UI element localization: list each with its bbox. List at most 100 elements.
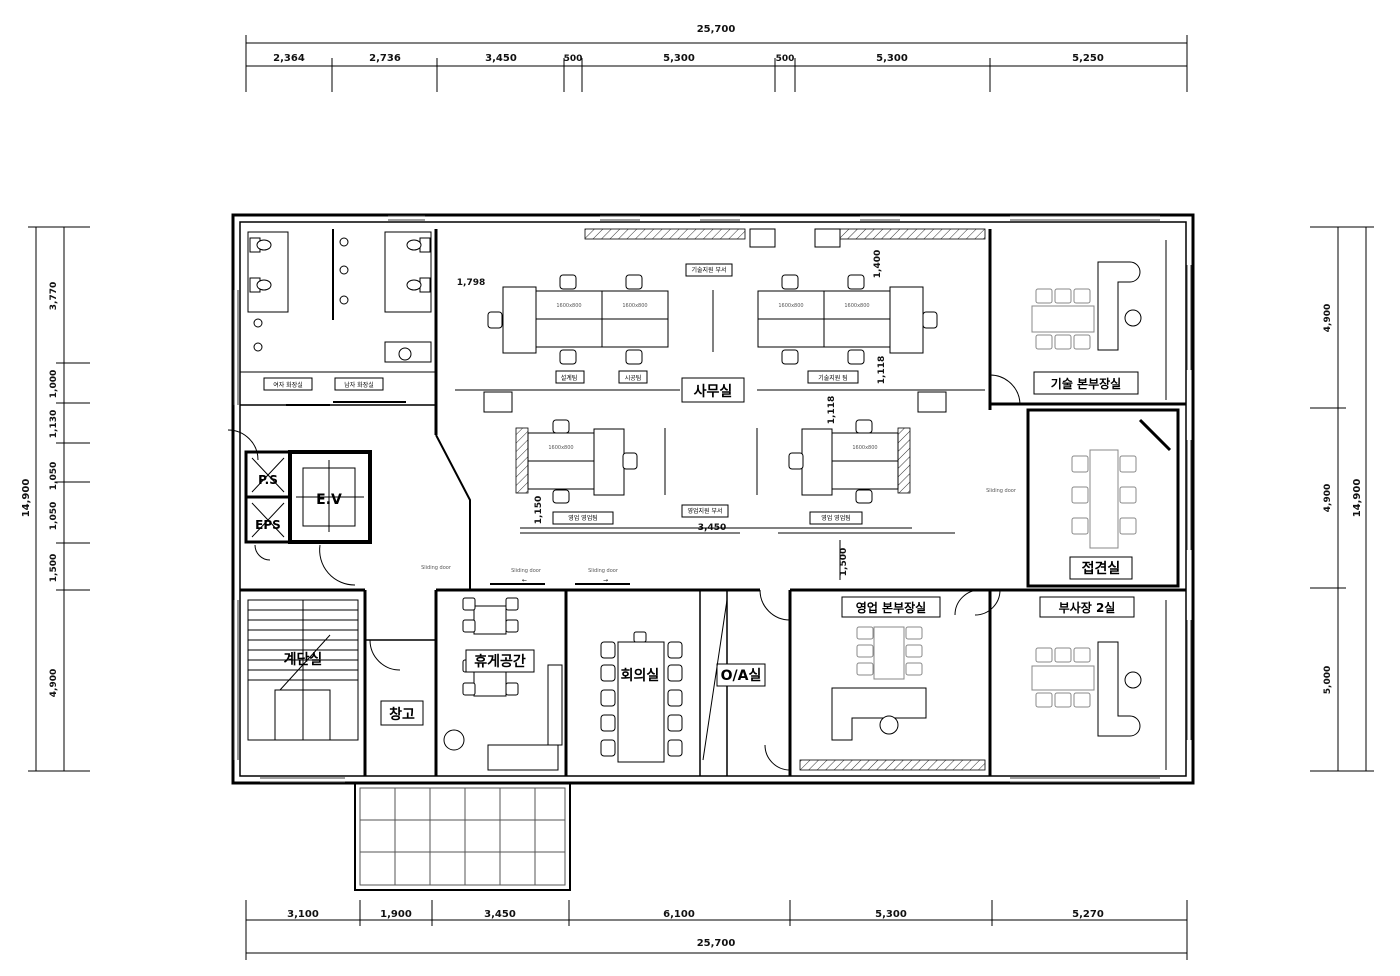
chair-icon [559,349,577,365]
chair-icon [781,349,799,365]
sales-hq-label: 영업 본부장실 [856,600,926,615]
right-total-dimension: 14,900 [1352,479,1363,518]
outer-walls [231,213,1195,785]
desk-size-1: 1600x800 [556,303,581,309]
chair-icon [622,452,638,470]
chair-icon [552,419,570,434]
chair-icon [781,274,799,290]
desk-cluster-upper-left [487,274,669,384]
tech-hq-desk [1097,261,1142,351]
left-dim-3: 1,130 [49,410,59,438]
chair-icon [855,489,873,504]
conference-furniture [600,631,683,763]
stairs-label: 계단실 [284,651,323,668]
svg-text:→: → [603,577,608,584]
meeting-furniture [1071,449,1137,549]
ps-label: P.S [258,473,278,487]
internal-dim-1: 1,798 [457,278,485,288]
bottom-dimensions: 3,100 1,900 3,450 6,100 5,300 5,270 25,7… [245,900,1188,960]
desk-cluster-lower-right [681,391,947,525]
left-dim-6: 1,500 [49,554,59,582]
top-dim-4: 500 [564,54,583,64]
team-label-tech-head: 기술지원 부서 [691,266,726,274]
chair-icon [922,311,938,329]
entrance-canopy [354,782,571,891]
lounge-label: 휴게공간 [474,653,526,670]
internal-dim-5: 1,150 [534,496,544,524]
left-total-dimension: 14,900 [21,479,32,518]
desk-size-3: 1600x800 [778,303,803,309]
printer-stations [749,228,841,248]
right-dim-2: 4,900 [1323,484,1333,512]
door-swing-icon [227,374,1021,771]
top-dim-5: 5,300 [663,53,695,64]
bottom-dim-4: 6,100 [663,909,695,920]
left-dim-1: 3,770 [49,282,59,310]
bottom-dim-6: 5,270 [1072,909,1104,920]
bottom-dim-5: 5,300 [875,909,907,920]
team-label-sales-head: 영업지원 부서 [687,507,722,515]
chair-icon [847,274,865,290]
sliding-door-note-4: Sliding door [421,565,452,571]
right-dim-3: 5,000 [1323,666,1333,694]
svg-text:←: ← [522,577,527,584]
team-label-dept-a: 설계팀 [561,374,578,382]
sink-icon [339,237,349,247]
left-dim-2: 1,000 [49,370,59,398]
oa-room-label: O/A실 [721,668,762,684]
chair-icon [625,274,643,290]
desk-cluster-lower-left [483,391,638,525]
storage-label: 창고 [389,706,415,723]
sliding-door-note-1: Sliding door [511,568,542,574]
lounge-furniture [443,597,563,771]
top-dim-6: 500 [776,54,795,64]
meeting-room-label: 접견실 [1082,560,1121,577]
left-dimensions: 14,900 3,770 1,000 1,130 1,050 1,050 1,5… [21,226,90,772]
stairs [247,599,359,741]
top-dim-2: 2,736 [369,53,401,64]
sliding-door-note-3: Sliding door [986,488,1017,494]
top-total-dimension: 25,700 [697,24,736,35]
chair-icon [788,452,804,470]
toilet-icon [256,279,272,291]
top-dim-1: 2,364 [273,53,305,64]
sink-icon [339,265,349,275]
desk-size-4: 1600x800 [844,303,869,309]
sliding-door-note-2: Sliding door [588,568,619,574]
desk-size-5: 1600x800 [548,445,573,451]
top-dimensions: 25,700 2,364 2,736 3,450 500 5,300 500 5… [245,24,1188,92]
tech-hq-label: 기술 본부장실 [1051,376,1121,391]
desk-cluster-upper-right [685,263,938,384]
eps-label: EPS [255,518,281,532]
internal-dim-7: 1,500 [839,548,849,576]
chair-icon [847,349,865,365]
sales-hq-furniture [856,626,923,680]
toilet-icon [256,239,272,251]
conference-room-label: 회의실 [621,667,660,684]
right-dim-1: 4,900 [1323,304,1333,332]
internal-dim-4: 1,118 [827,396,837,424]
interior-walls [240,229,1186,776]
top-dim-8: 5,250 [1072,53,1104,64]
left-dim-7: 4,900 [49,669,59,697]
right-dimensions: 4,900 4,900 5,000 14,900 [1310,226,1374,772]
internal-dim-2: 1,400 [873,250,883,278]
restroom-fixtures [247,231,432,391]
tech-hq-furniture [1031,288,1095,350]
vp-furniture [1031,647,1095,708]
sales-hq-desk [831,687,927,741]
bottom-dim-2: 1,900 [380,909,412,920]
vp-desk [1097,641,1142,737]
chair-icon [855,419,873,434]
office-label: 사무실 [694,384,733,400]
vp-2-label: 부사장 2실 [1059,600,1116,615]
chair-icon [552,489,570,504]
bottom-dim-1: 3,100 [287,909,319,920]
chair-icon [625,349,643,365]
sink-icon [339,295,349,305]
internal-dim-3: 1,118 [877,356,887,384]
top-dim-3: 3,450 [485,53,517,64]
core-shafts [251,457,364,538]
sink-icon [253,342,263,352]
